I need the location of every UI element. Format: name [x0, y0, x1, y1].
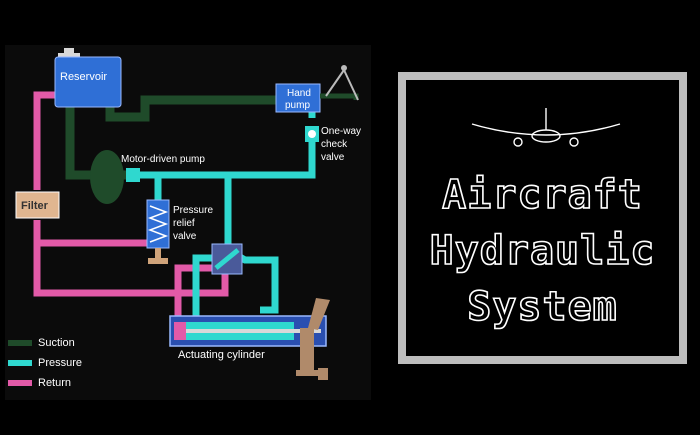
legend: Suction Pressure Return: [8, 337, 82, 389]
return-lines: [33, 91, 229, 325]
relief-valve-label: Pressure relief valve: [173, 205, 216, 242]
title-line-3: System: [466, 283, 618, 331]
legend-label-return: Return: [38, 377, 71, 389]
motor-pump-label: Motor-driven pump: [121, 154, 205, 165]
hand-pump: Hand pump: [275, 65, 359, 113]
filter: Filter: [15, 191, 60, 219]
check-valve-label: One-way check valve: [321, 126, 364, 163]
legend-swatch-return: [8, 380, 32, 386]
selector-valve: [211, 243, 243, 275]
filter-label: Filter: [21, 200, 49, 212]
hydraulic-diagram: Reservoir Hand pump One-way check valve …: [5, 45, 371, 400]
legend-label-pressure: Pressure: [38, 357, 82, 369]
legend-swatch-suction: [8, 340, 32, 346]
pressure-relief-valve: Pressure relief valve: [146, 199, 216, 264]
motor-driven-pump: Motor-driven pump: [90, 150, 205, 204]
title-panel: Aircraft Hydraulic System: [398, 72, 687, 364]
hand-pump-label: Hand pump: [285, 88, 314, 111]
title-line-1: Aircraft: [441, 171, 643, 219]
title-line-2: Hydraulic: [429, 227, 656, 275]
airplane-icon: [471, 108, 621, 147]
one-way-check-valve: One-way check valve: [305, 126, 364, 163]
reservoir-label: Reservoir: [60, 71, 107, 83]
reservoir: Reservoir: [54, 48, 122, 108]
legend-swatch-pressure: [8, 360, 32, 366]
legend-label-suction: Suction: [38, 337, 75, 349]
landing-gear-strut: [296, 298, 330, 380]
actuating-cylinder-label: Actuating cylinder: [178, 349, 265, 361]
